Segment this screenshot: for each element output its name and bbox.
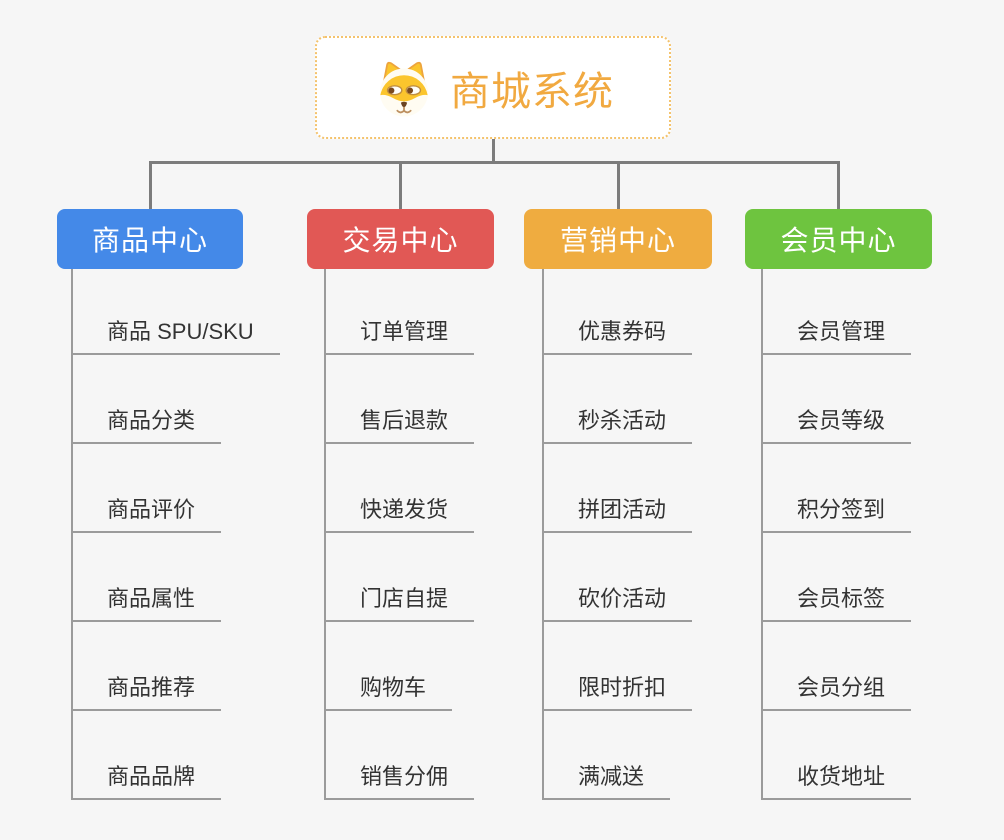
leaf-node[interactable]: 快递发货 [326, 497, 475, 533]
leaf-node[interactable]: 商品分类 [73, 408, 222, 444]
leaf-node[interactable]: 购物车 [326, 675, 453, 711]
connector-drop-products [149, 161, 152, 209]
connector-drop-member [837, 161, 840, 209]
leaf-node[interactable]: 会员管理 [763, 319, 912, 355]
leaf-node[interactable]: 商品评价 [73, 497, 222, 533]
branch-node-product-center[interactable]: 商品中心 [57, 209, 243, 269]
branch-node-marketing-center[interactable]: 营销中心 [524, 209, 712, 269]
leaf-node[interactable]: 商品推荐 [73, 675, 222, 711]
leaf-node[interactable]: 积分签到 [763, 497, 912, 533]
leaf-node[interactable]: 优惠券码 [544, 319, 693, 355]
branch-children-marketing-center: 优惠券码 秒杀活动 拼团活动 砍价活动 限时折扣 满减送 [542, 269, 774, 800]
branch-children-member-center: 会员管理 会员等级 积分签到 会员标签 会员分组 收货地址 [761, 269, 993, 800]
connector-root-stub [492, 139, 495, 163]
dog-face-icon [380, 61, 428, 116]
leaf-node[interactable]: 销售分佣 [326, 764, 475, 800]
leaf-node[interactable]: 会员标签 [763, 586, 912, 622]
leaf-node[interactable]: 满减送 [544, 764, 671, 800]
connector-drop-marketing [617, 161, 620, 209]
leaf-node[interactable]: 限时折扣 [544, 675, 693, 711]
leaf-node[interactable]: 门店自提 [326, 586, 475, 622]
leaf-node[interactable]: 商品品牌 [73, 764, 222, 800]
branch-children-trade-center: 订单管理 售后退款 快递发货 门店自提 购物车 销售分佣 [324, 269, 556, 800]
branch-children-product-center: 商品 SPU/SKU 商品分类 商品评价 商品属性 商品推荐 商品品牌 [71, 269, 303, 800]
leaf-node[interactable]: 商品属性 [73, 586, 222, 622]
leaf-node[interactable]: 秒杀活动 [544, 408, 693, 444]
leaf-node[interactable]: 订单管理 [326, 319, 475, 355]
leaf-node[interactable]: 收货地址 [763, 764, 912, 800]
leaf-node[interactable]: 会员等级 [763, 408, 912, 444]
leaf-node[interactable]: 售后退款 [326, 408, 475, 444]
connector-drop-trade [399, 161, 402, 209]
leaf-node[interactable]: 砍价活动 [544, 586, 693, 622]
branch-node-trade-center[interactable]: 交易中心 [307, 209, 494, 269]
connector-bus-line [149, 161, 840, 164]
leaf-node[interactable]: 拼团活动 [544, 497, 693, 533]
branch-node-member-center[interactable]: 会员中心 [745, 209, 932, 269]
leaf-node[interactable]: 会员分组 [763, 675, 912, 711]
root-title: 商城系统 [450, 69, 614, 114]
leaf-node[interactable]: 商品 SPU/SKU [73, 319, 280, 355]
root-node[interactable]: 商城系统 [315, 36, 671, 139]
